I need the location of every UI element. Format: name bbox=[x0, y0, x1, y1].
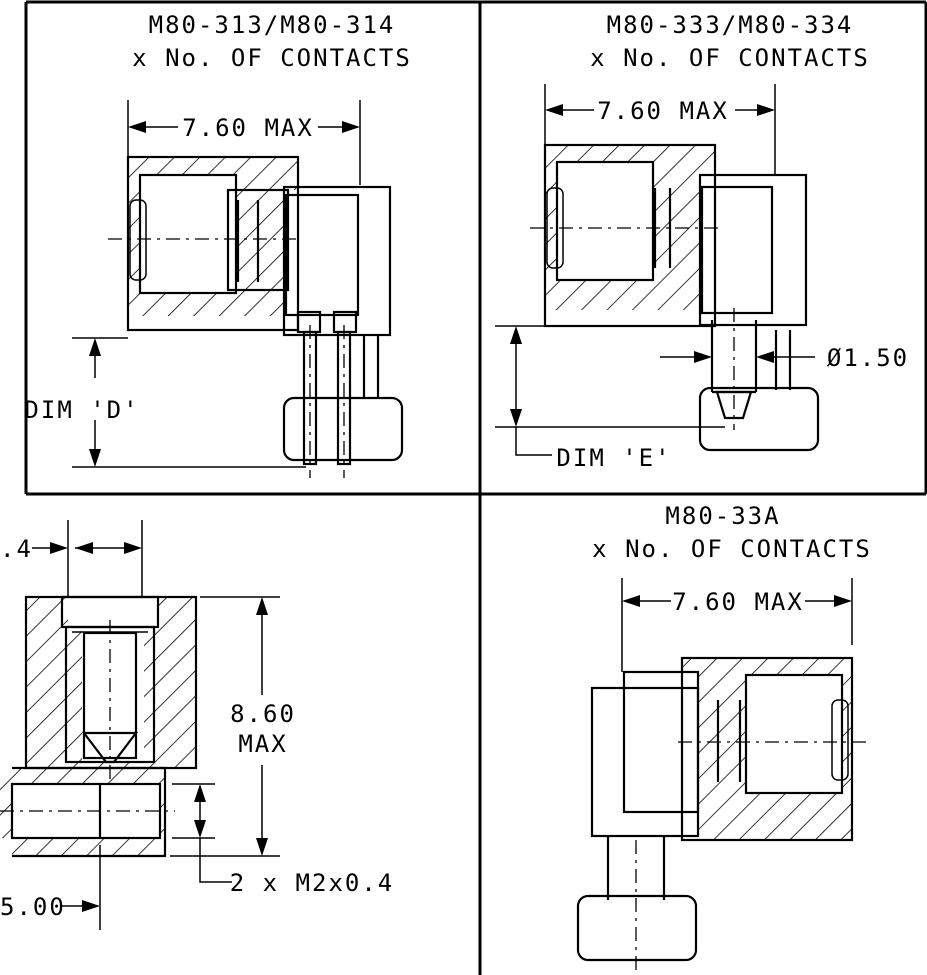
bottom-left-height-dimension: 8.60 MAX bbox=[170, 596, 296, 857]
top-left-height-dimension: DIM 'D' bbox=[24, 337, 306, 468]
top-left-width-label: 7.60 MAX bbox=[182, 114, 314, 142]
top-right-dim-e-label: DIM 'E' bbox=[556, 444, 671, 472]
bottom-left-thread-label: 2 x M2x0.4 bbox=[230, 869, 395, 897]
bottom-left-top-dimension: .4 bbox=[0, 520, 143, 597]
bottom-left-top-dim-label: .4 bbox=[0, 535, 33, 563]
bottom-left-height-label-line1: 8.60 bbox=[230, 700, 296, 728]
bottom-right-title-line1: M80-33A bbox=[665, 502, 780, 530]
top-right-diameter-dimension: Ø1.50 bbox=[660, 344, 909, 372]
top-right-width-label: 7.60 MAX bbox=[597, 97, 729, 125]
panel-top-left: M80-313/M80-314 x No. OF CONTACTS 7.60 M… bbox=[24, 11, 412, 478]
bottom-right-connector-body bbox=[576, 656, 870, 972]
bottom-right-title-line2: x No. OF CONTACTS bbox=[592, 535, 872, 563]
top-right-connector-body bbox=[530, 143, 820, 452]
bottom-right-width-dimension: 7.60 MAX bbox=[621, 578, 853, 672]
panel-top-right: M80-333/M80-334 x No. OF CONTACTS 7.60 M… bbox=[495, 11, 909, 472]
panel-bottom-right: M80-33A x No. OF CONTACTS 7.60 MAX bbox=[576, 502, 872, 972]
bottom-left-bottom-dimension: 5.00 bbox=[0, 845, 101, 930]
top-right-height-dimension: DIM 'E' bbox=[495, 325, 725, 472]
top-left-width-dimension: 7.60 MAX bbox=[127, 100, 361, 185]
bottom-left-standoff-section bbox=[0, 595, 198, 858]
top-left-title-line1: M80-313/M80-314 bbox=[149, 11, 396, 39]
top-right-diameter-label: Ø1.50 bbox=[827, 344, 909, 372]
panel-frames bbox=[24, 0, 927, 975]
bottom-left-height-label-line2: MAX bbox=[238, 730, 287, 758]
bottom-left-thread-dimension: 2 x M2x0.4 bbox=[172, 783, 395, 897]
bottom-left-bottom-dim-label: 5.00 bbox=[0, 893, 66, 921]
top-left-title-line2: x No. OF CONTACTS bbox=[132, 44, 412, 72]
top-right-width-dimension: 7.60 MAX bbox=[544, 84, 776, 175]
top-right-title-line1: M80-333/M80-334 bbox=[607, 11, 854, 39]
bottom-right-width-label: 7.60 MAX bbox=[672, 588, 804, 616]
top-right-title-line2: x No. OF CONTACTS bbox=[590, 44, 870, 72]
panel-bottom-left: .4 8.60 bbox=[0, 520, 395, 930]
top-left-connector-body bbox=[108, 155, 404, 478]
top-left-dim-d-label: DIM 'D' bbox=[24, 396, 139, 424]
